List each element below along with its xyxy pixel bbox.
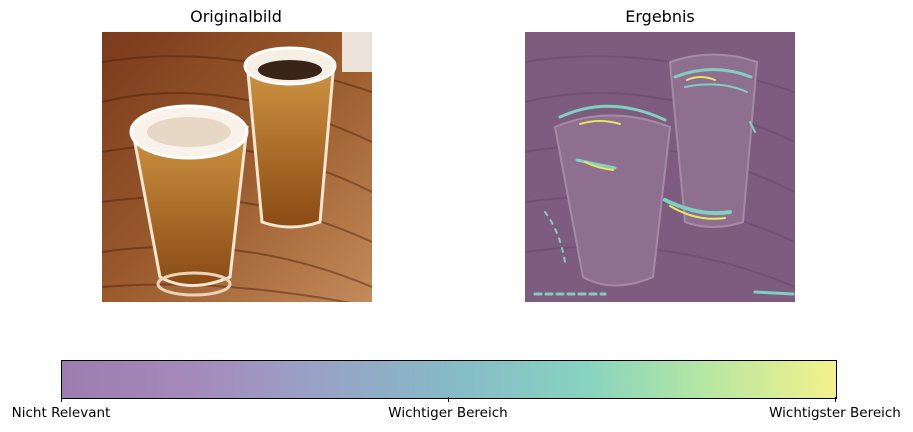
colorbar-tick bbox=[61, 397, 62, 402]
original-image-title: Originalbild bbox=[190, 7, 282, 26]
colorbar-tick bbox=[448, 397, 449, 402]
colorbar-label-low: Nicht Relevant bbox=[11, 405, 111, 421]
original-image bbox=[102, 32, 372, 302]
colorbar bbox=[61, 360, 837, 399]
colorbar-tick bbox=[835, 397, 836, 402]
colorbar-label-high: Wichtigster Bereich bbox=[769, 405, 901, 421]
result-image-title: Ergebnis bbox=[625, 7, 695, 26]
colorbar-label-mid: Wichtiger Bereich bbox=[388, 405, 508, 421]
result-image bbox=[525, 32, 795, 302]
